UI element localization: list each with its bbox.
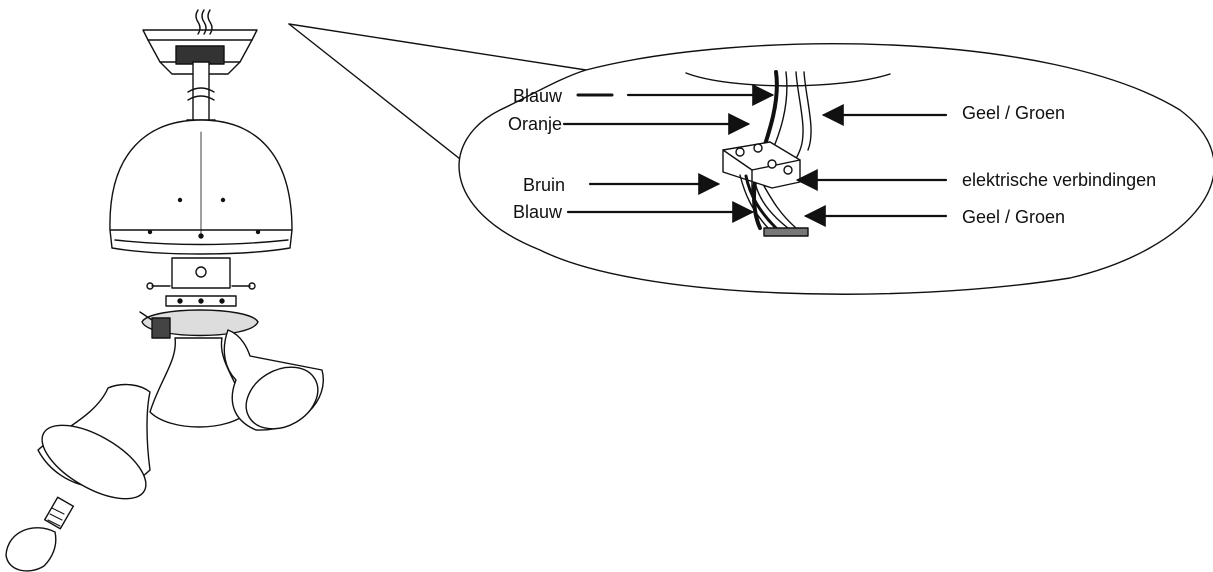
label-geel-groen-top: Geel / Groen xyxy=(962,103,1066,123)
glass-shade-left xyxy=(37,383,151,500)
ceiling-canopy xyxy=(142,9,258,75)
left-pointer-arrows xyxy=(562,84,775,223)
light-kit-hub xyxy=(139,309,259,339)
label-blauw-top: Blauw xyxy=(513,86,563,106)
label-elektrische-verbindingen: elektrische verbindingen xyxy=(962,170,1157,190)
callout-bubble xyxy=(288,23,1213,295)
label-geel-groen-bottom: Geel / Groen xyxy=(962,207,1066,227)
label-bruin: Bruin xyxy=(523,175,566,195)
light-bulb xyxy=(5,496,74,572)
motor-housing xyxy=(109,119,293,255)
light-kit-plate xyxy=(146,257,256,307)
label-blauw-bottom: Blauw xyxy=(513,202,563,222)
label-oranje: Oranje xyxy=(508,114,563,134)
right-pointer-arrows xyxy=(795,104,948,227)
glass-shade-right xyxy=(223,329,324,431)
zoom-wire-detail xyxy=(685,70,891,237)
